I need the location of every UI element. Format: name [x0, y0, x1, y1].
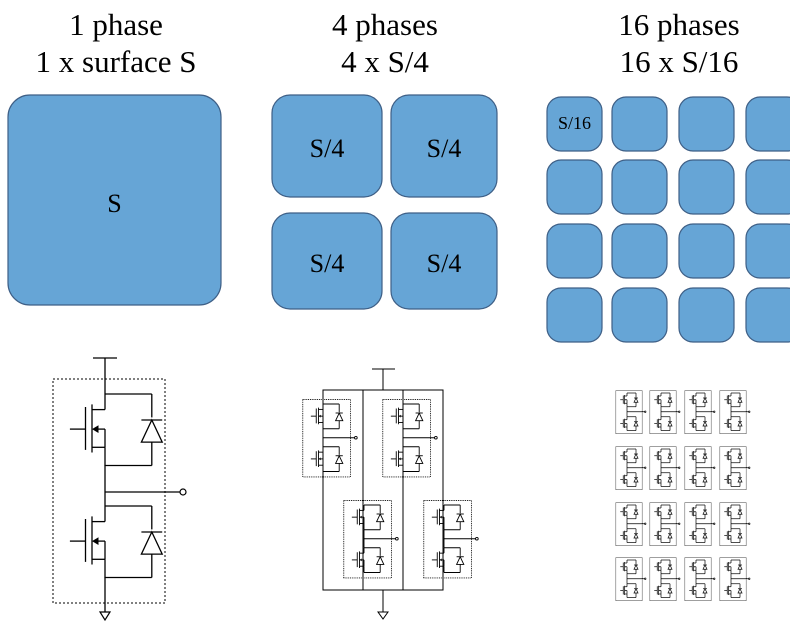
- title-16-phases-line2: 16 x S/16: [619, 44, 739, 79]
- surface-label-s4-2: S/4: [427, 134, 462, 163]
- surface-label-s4-1: S/4: [310, 134, 345, 163]
- surface-block-s16-15: [678, 287, 735, 343]
- surface-blocks-16-phases: S/16: [546, 96, 790, 343]
- surface-label-s4-3: S/4: [310, 249, 345, 278]
- surface-block-s4-1: S/4: [271, 94, 383, 198]
- surface-label-s16: S/16: [558, 113, 591, 133]
- surface-block-s16-1: S/16: [546, 96, 603, 152]
- title-16-phases: 16 phases 16 x S/16: [568, 6, 790, 80]
- surface-block-1-phase: S: [7, 94, 222, 306]
- surface-block-s4-3: S/4: [271, 212, 383, 310]
- surface-block-s16-13: [546, 287, 603, 343]
- title-4-phases-line1: 4 phases: [332, 7, 438, 42]
- surface-block-s16-10: [611, 223, 668, 279]
- circuit-16-phases: [615, 390, 751, 601]
- surface-block-s16-12: [745, 223, 790, 279]
- surface-block-s16-4: [745, 96, 790, 152]
- surface-block-s16-6: [611, 159, 668, 215]
- title-1-phase-line1: 1 phase: [69, 7, 163, 42]
- title-1-phase-line2: 1 x surface S: [35, 44, 197, 79]
- surface-block-s4-2: S/4: [390, 94, 498, 198]
- surface-block-s4-4: S/4: [390, 212, 498, 310]
- surface-block-s16-5: [546, 159, 603, 215]
- surface-block-s16-2: [611, 96, 668, 152]
- surface-label-s: S: [107, 189, 121, 218]
- circuit-4-phases: [302, 368, 479, 620]
- surface-blocks-4-phases: S/4 S/4 S/4 S/4: [271, 94, 498, 310]
- title-1-phase: 1 phase 1 x surface S: [20, 6, 212, 80]
- surface-block-s16-11: [678, 223, 735, 279]
- title-4-phases: 4 phases 4 x S/4: [274, 6, 496, 80]
- surface-block-s16-16: [745, 287, 790, 343]
- circuit-1-phase: [52, 357, 187, 622]
- surface-label-s4-4: S/4: [427, 249, 462, 278]
- surface-block-s16-7: [678, 159, 735, 215]
- surface-block-s16-8: [745, 159, 790, 215]
- surface-block-s16-3: [678, 96, 735, 152]
- title-4-phases-line2: 4 x S/4: [341, 44, 429, 79]
- title-16-phases-line1: 16 phases: [618, 7, 740, 42]
- surface-block-s16-14: [611, 287, 668, 343]
- surface-block-s16-9: [546, 223, 603, 279]
